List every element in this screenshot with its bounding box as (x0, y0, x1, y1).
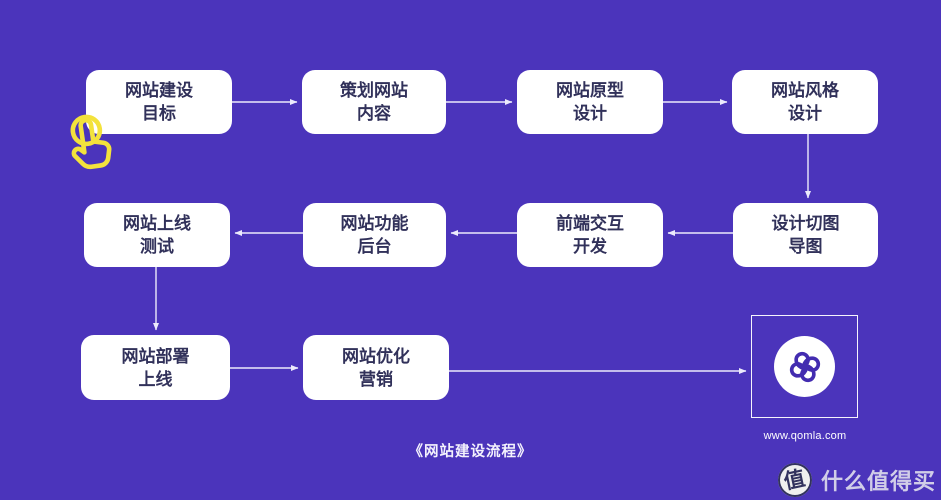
node-label-line1: 网站功能 (340, 214, 409, 233)
flow-node-function-backend: 网站功能 后台 (303, 203, 446, 267)
logo-website-url: www.qomla.com (763, 430, 847, 442)
node-label-line1: 策划网站 (340, 81, 408, 100)
node-label-line2: 导图 (788, 237, 823, 256)
node-label-line1: 网站建设 (125, 81, 193, 100)
node-label-line2: 设计 (573, 104, 607, 123)
node-label-line1: 网站部署 (121, 346, 190, 366)
node-label-line2: 上线 (138, 369, 173, 389)
watermark: 值 什么值得买 (777, 463, 936, 497)
flow-node-prototype-design: 网站原型 设计 (517, 70, 663, 134)
flow-node-website-goal: 网站建设 目标 (86, 70, 232, 134)
flow-node-launch-testing: 网站上线 测试 (84, 203, 230, 267)
node-label-line2: 设计 (788, 104, 822, 123)
flow-node-frontend-dev: 前端交互 开发 (517, 203, 663, 267)
diagram-title: 《网站建设流程》 (408, 444, 533, 460)
node-label-line2: 内容 (357, 104, 391, 123)
node-label-line1: 网站原型 (556, 81, 624, 100)
flow-node-optimize-marketing: 网站优化 营销 (303, 335, 449, 400)
flow-node-deploy-launch: 网站部署 上线 (81, 335, 230, 400)
badge-glyph: 值 (782, 466, 808, 494)
node-label-line2: 营销 (359, 369, 393, 389)
node-label-line2: 目标 (142, 104, 176, 123)
watermark-brand-text: 什么值得买 (820, 469, 936, 494)
flow-node-design-slicing: 设计切图 导图 (733, 203, 878, 267)
node-label-line1: 网站风格 (771, 81, 839, 100)
clover-logo-icon (789, 351, 820, 382)
node-label-line2: 测试 (140, 237, 174, 256)
node-label-line1: 网站优化 (342, 346, 410, 366)
logo-circle (774, 336, 835, 397)
node-label-line1: 网站上线 (123, 214, 191, 233)
logo-frame (751, 315, 858, 418)
tap-cursor-icon (70, 114, 112, 170)
flow-node-style-design: 网站风格 设计 (732, 70, 878, 134)
flow-node-plan-content: 策划网站 内容 (302, 70, 446, 134)
node-label-line2: 开发 (573, 237, 607, 256)
node-label-line2: 后台 (357, 237, 392, 256)
node-label-line1: 前端交互 (556, 214, 624, 233)
value-badge-icon: 值 (777, 463, 812, 497)
node-label-line1: 设计切图 (771, 214, 840, 233)
